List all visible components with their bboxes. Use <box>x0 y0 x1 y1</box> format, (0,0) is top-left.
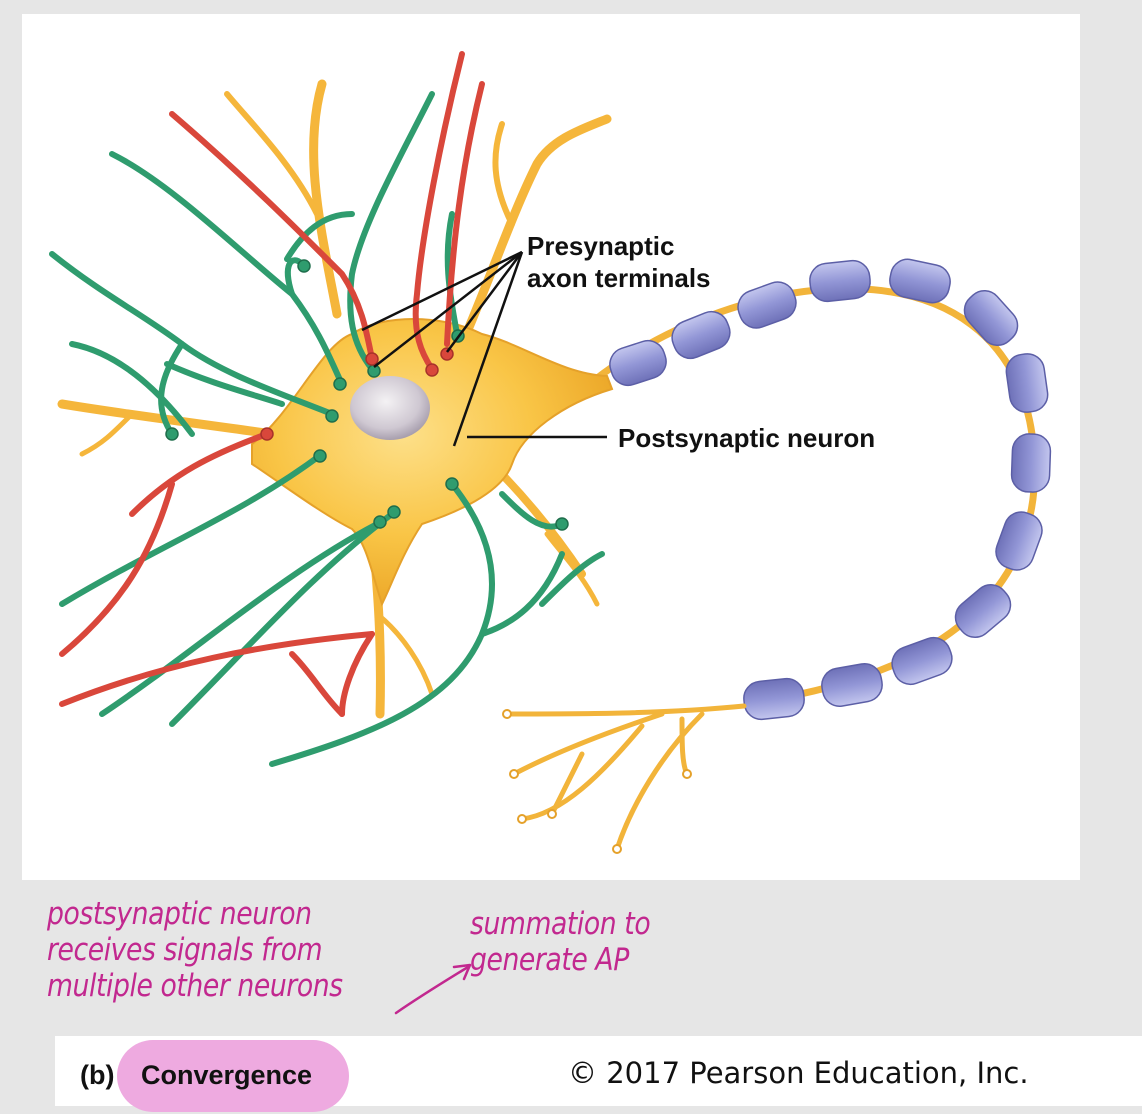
caption-bar: (b) Convergence © 2017 Pearson Education… <box>55 1036 1142 1112</box>
axon-terminal-branches <box>504 703 747 852</box>
summation-line-1: summation to <box>470 906 651 942</box>
caption-title: Convergence <box>141 1060 313 1090</box>
handwritten-note: postsynaptic neuron receives signals fro… <box>47 896 343 1004</box>
nucleus <box>350 376 430 440</box>
axon-terminal-knobs <box>165 259 569 531</box>
presynaptic-label-line2: axon terminals <box>527 263 711 293</box>
myelin-sheath <box>609 258 1052 721</box>
green-axons <box>49 91 605 767</box>
presynaptic-leader-lines <box>361 250 524 447</box>
highlight-mark <box>117 1040 349 1112</box>
postsynaptic-label: Postsynaptic neuron <box>618 423 876 453</box>
neuron-diagram <box>49 51 1052 854</box>
note-line-2: receives signals from <box>47 932 323 968</box>
red-axons <box>59 51 485 717</box>
handwritten-arrow <box>394 963 472 1015</box>
copyright-notice: © 2017 Pearson Education, Inc. <box>568 1056 1029 1090</box>
handwritten-summation: summation to generate AP <box>470 906 651 978</box>
caption-tag: (b) <box>80 1060 115 1090</box>
note-line-3: multiple other neurons <box>47 968 343 1004</box>
summation-line-2: generate AP <box>470 942 629 978</box>
presynaptic-label: Presynaptic axon terminals <box>527 230 711 294</box>
figure-panel: Presynaptic axon terminals Postsynaptic … <box>22 14 1080 880</box>
note-line-1: postsynaptic neuron <box>47 896 312 932</box>
axon-terminal-bulbs <box>502 709 692 854</box>
presynaptic-label-line1: Presynaptic <box>527 231 675 261</box>
